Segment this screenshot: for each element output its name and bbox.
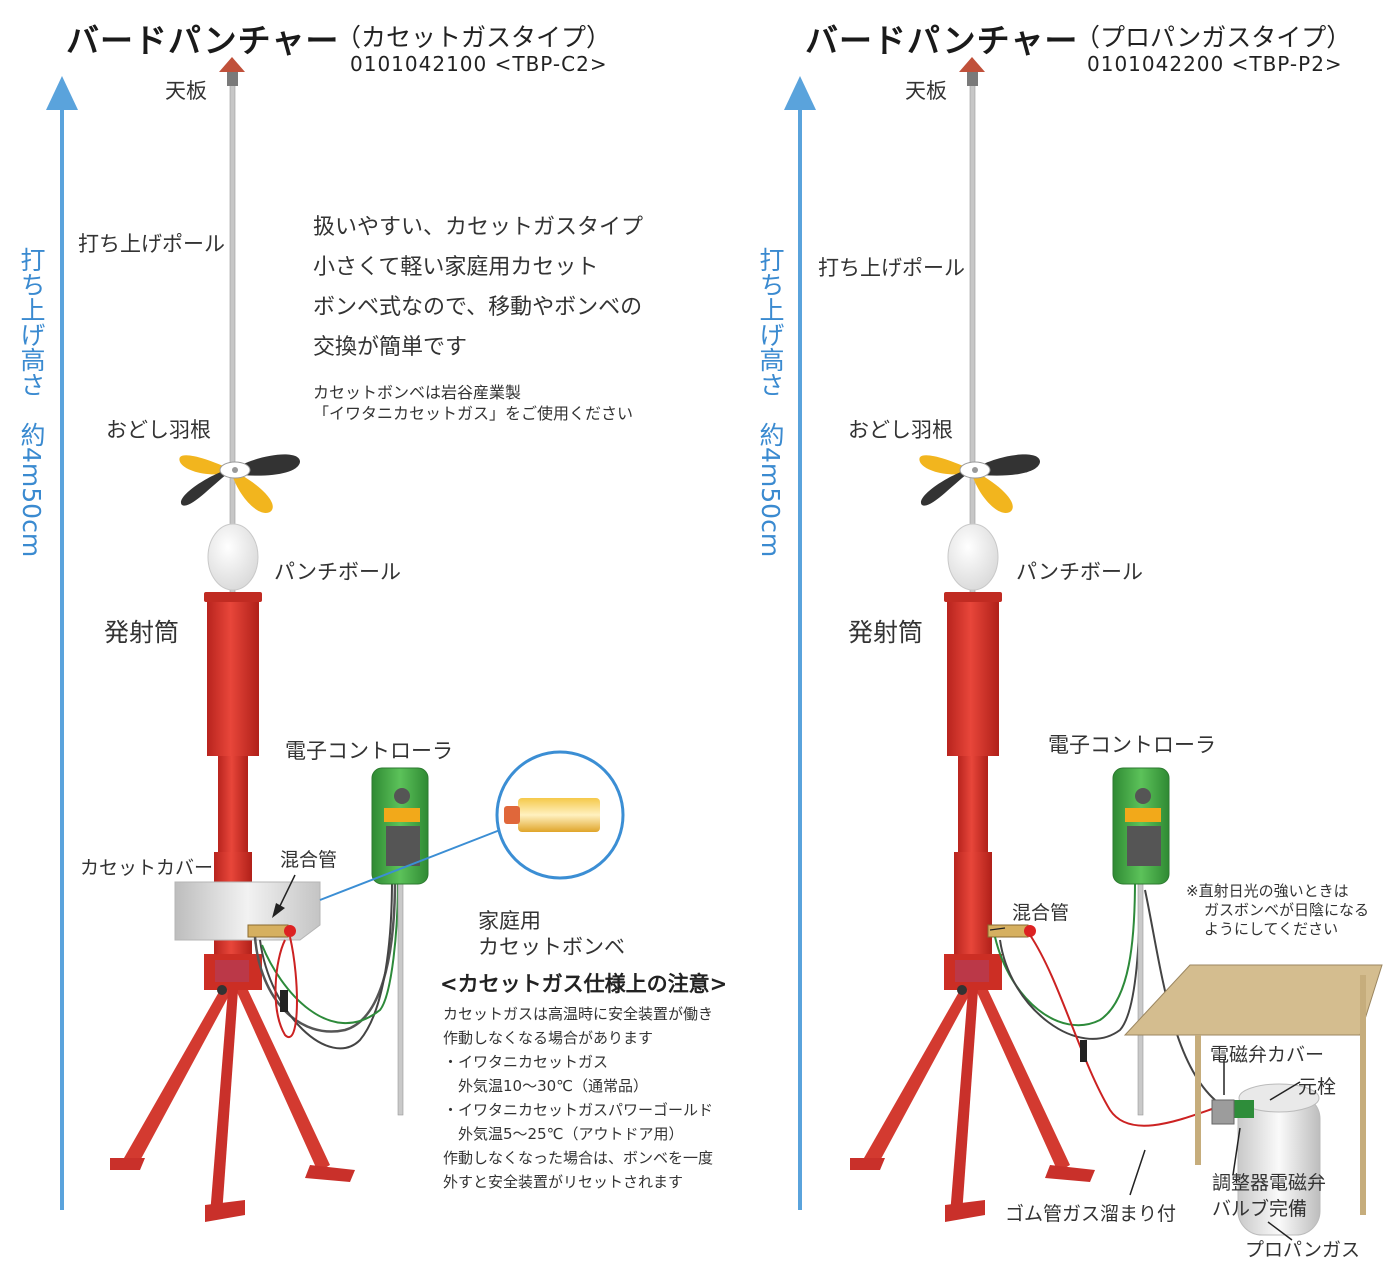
right-model-number: 0101042200 <TBP-P2> xyxy=(1087,52,1343,76)
left-label-fan: おどし羽根 xyxy=(106,418,211,442)
left-caution-line: ・イワタニカセットガス xyxy=(443,1053,609,1071)
right-top-plate-icon xyxy=(959,57,985,72)
right-mixing-valve xyxy=(987,924,1029,938)
left-caution-list: カセットガスは高温時に安全装置が働き 作動しなくなる場合があります ・イワタニカ… xyxy=(443,1002,713,1194)
left-ball-icon xyxy=(207,523,259,591)
right-label-controller: 電子コントローラ xyxy=(1048,733,1216,757)
right-title: バードパンチャー xyxy=(805,21,1079,60)
left-launcher xyxy=(110,57,625,1222)
left-label-cylinder-line1: 家庭用 xyxy=(478,909,541,933)
right-sun-note-line: ガスボンベが日陰になる xyxy=(1204,901,1370,919)
left-caution-line: 外気温10〜30℃（通常品） xyxy=(443,1077,649,1095)
right-height-arrow xyxy=(784,76,816,1210)
right-sun-note-line: ようにしてください xyxy=(1204,920,1339,938)
right-subtitle: （プロパンガスタイプ） xyxy=(1075,23,1352,52)
right-label-mixing-tube: 混合管 xyxy=(1012,902,1070,924)
left-title: バードパンチャー xyxy=(66,21,340,60)
left-caution-title: <カセットガス仕様上の注意> xyxy=(440,972,728,996)
right-label-regulator-line2: バルブ完備 xyxy=(1212,1198,1308,1220)
right-sun-note-line: ※直射日光の強いときは xyxy=(1186,882,1349,900)
left-label-top-plate: 天板 xyxy=(165,79,207,103)
left-label-ball: パンチボール xyxy=(274,560,402,584)
right-fan-icon xyxy=(919,454,1040,513)
right-label-propane: プロパンガス xyxy=(1245,1239,1360,1261)
right-label-pole: 打ち上げポール xyxy=(818,256,965,280)
left-caution-line: カセットガスは高温時に安全装置が働き xyxy=(443,1005,714,1023)
left-caution-line: 作動しなくなる場合があります xyxy=(443,1029,654,1047)
left-caution-line: ・イワタニカセットガスパワーゴールド xyxy=(443,1101,714,1119)
right-label-regulator-line1: 調整器電磁弁 xyxy=(1212,1172,1327,1194)
left-controller-icon xyxy=(371,767,429,885)
left-cassette-callout-icon xyxy=(495,750,625,880)
right-sun-note: ※直射日光の強いときは ガスボンベが日陰になる ようにしてください xyxy=(1186,882,1369,939)
right-label-ball: パンチボール xyxy=(1016,560,1144,584)
left-fan-icon xyxy=(179,454,300,513)
left-description-line: ボンベ式なので、移動やボンベの xyxy=(313,295,643,320)
left-label-pole: 打ち上げポール xyxy=(78,232,225,256)
right-label-fan: おどし羽根 xyxy=(848,418,953,442)
left-label-mixing-tube: 混合管 xyxy=(280,849,338,871)
right-height-label: 打ち上げ高さ 約4m50cm xyxy=(756,246,785,558)
left-caution-line: 作動しなくなった場合は、ボンベを一度 xyxy=(443,1149,714,1167)
right-controller-icon xyxy=(1112,767,1170,885)
left-caution-line: 外すと安全装置がリセットされます xyxy=(443,1173,684,1191)
left-subtitle: （カセットガスタイプ） xyxy=(336,23,612,52)
left-description-note-line: 「イワタニカセットガス」をご使用ください xyxy=(313,404,634,423)
left-label-cassette-cover: カセットカバー xyxy=(80,857,214,879)
propane-cylinder-icon xyxy=(1211,1083,1321,1236)
left-description: 扱いやすい、カセットガスタイプ 小さくて軽い家庭用カセット ボンベ式なので、移動… xyxy=(313,208,643,368)
left-description-note: カセットボンベは岩谷産業製 「イワタニカセットガス」をご使用ください xyxy=(313,382,633,424)
right-label-main-valve: 元栓 xyxy=(1298,1076,1337,1098)
left-description-note-line: カセットボンベは岩谷産業製 xyxy=(313,383,522,402)
right-label-valve-cover: 電磁弁カバー xyxy=(1210,1044,1325,1066)
left-label-controller: 電子コントローラ xyxy=(285,739,453,763)
left-description-line: 扱いやすい、カセットガスタイプ xyxy=(313,215,644,240)
right-ball-icon xyxy=(947,523,999,591)
left-mixing-valve xyxy=(247,924,289,938)
right-label-tube: 発射筒 xyxy=(848,618,924,647)
left-height-arrow xyxy=(46,76,78,1210)
right-label-hose: ゴム管ガス溜まり付 xyxy=(1005,1203,1177,1225)
right-launcher xyxy=(850,57,1383,1241)
shade-board xyxy=(1123,964,1383,1215)
left-top-plate-icon xyxy=(219,57,245,72)
left-label-cylinder-line2: カセットボンベ xyxy=(478,935,625,959)
left-height-label: 打ち上げ高さ 約4m50cm xyxy=(17,246,46,558)
left-caution-line: 外気温5〜25℃（アウトドア用） xyxy=(443,1125,684,1143)
left-model-number: 0101042100 <TBP-C2> xyxy=(350,52,608,76)
left-label-tube: 発射筒 xyxy=(104,618,180,647)
right-label-top-plate: 天板 xyxy=(905,79,947,103)
left-description-line: 交換が簡単です xyxy=(313,335,468,360)
left-description-line: 小さくて軽い家庭用カセット xyxy=(313,255,599,280)
